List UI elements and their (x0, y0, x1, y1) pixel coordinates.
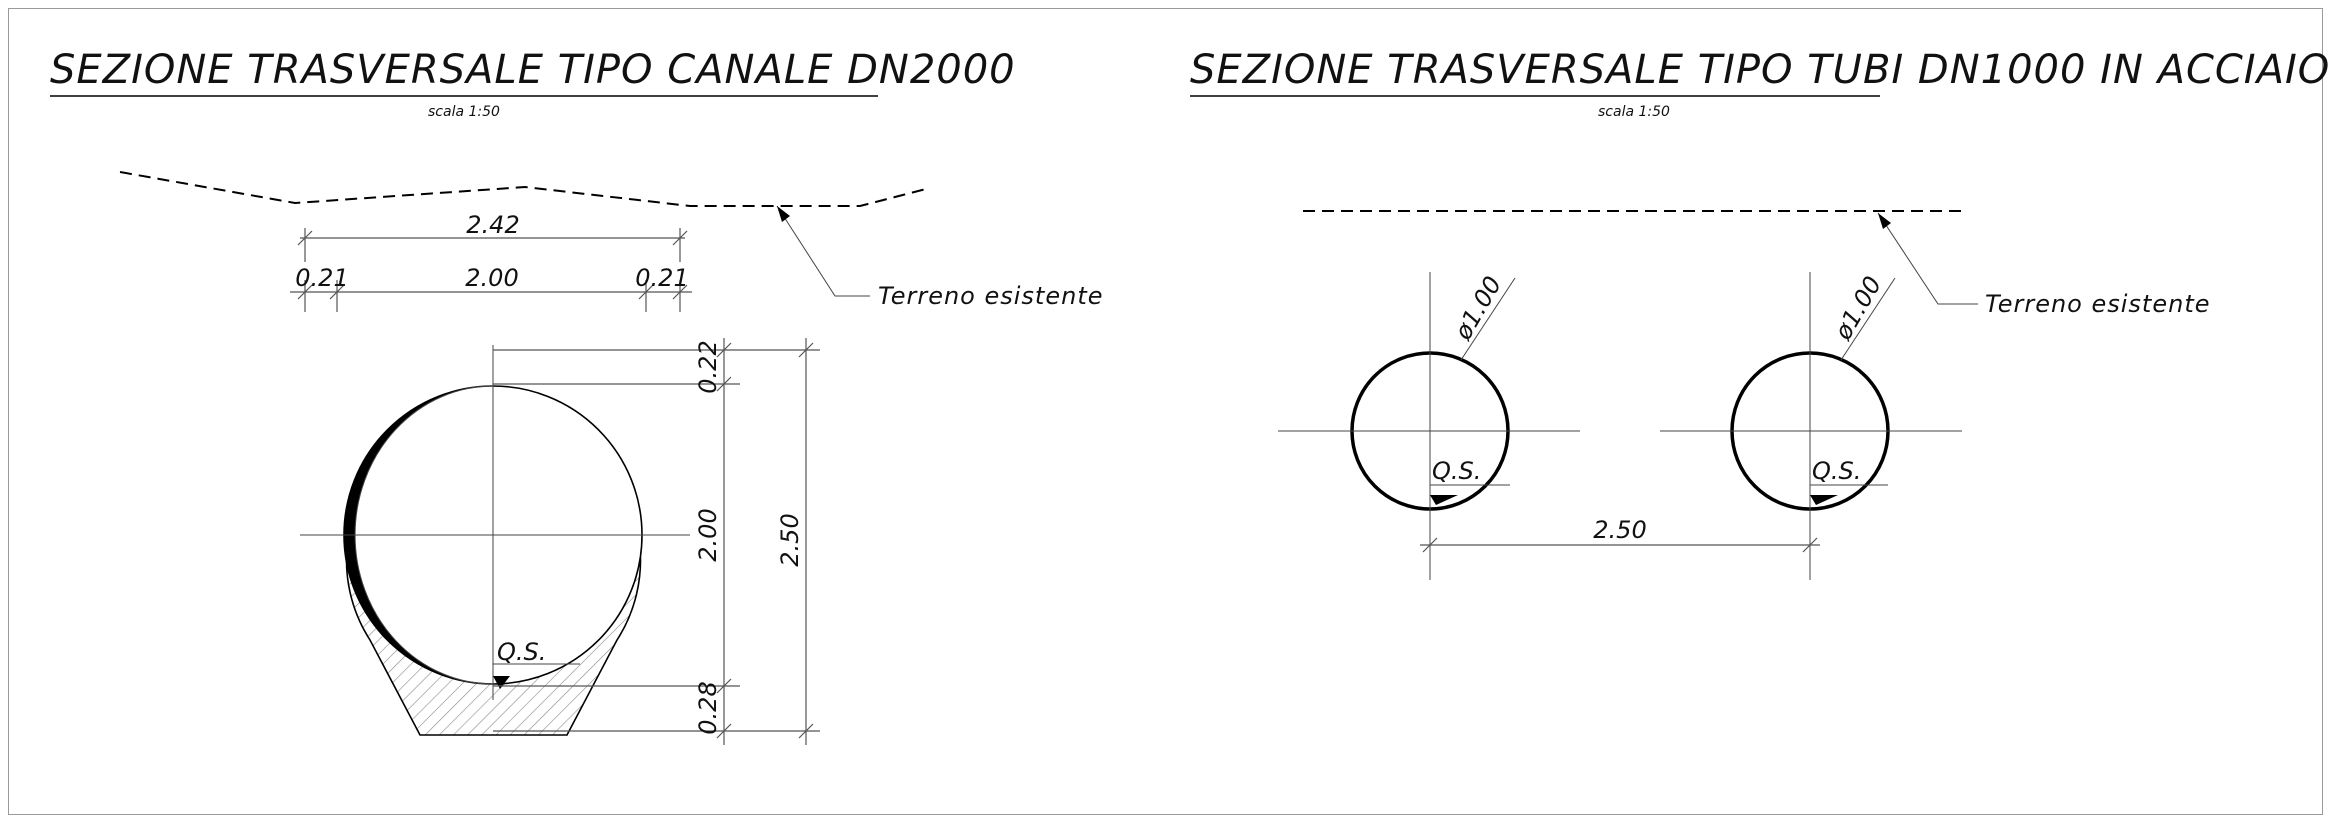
right-title: SEZIONE TRASVERSALE TIPO TUBI DN1000 IN … (1190, 47, 2330, 93)
left-top-dimensions: 2.42 0.21 2.00 0.21 (290, 211, 692, 312)
left-ground-note: Terreno esistente (878, 282, 1104, 310)
pipe-right: ø1.00 Q.S. (1660, 272, 1962, 580)
pipe-right-water-level: Q.S. (1812, 457, 1861, 485)
right-scale: scala 1:50 (1598, 104, 1670, 120)
channel-section: Q.S. (300, 345, 690, 736)
dim-side-left: 0.21 (295, 264, 348, 292)
right-ground-note: Terreno esistente (1985, 290, 2211, 318)
dim-pipe-spacing: 2.50 (1593, 516, 1646, 544)
pipe-left-water-level: Q.S. (1432, 457, 1481, 485)
pipe-left-diameter: ø1.00 (1448, 272, 1507, 346)
left-water-level: Q.S. (497, 638, 546, 666)
pipe-right-diameter: ø1.00 (1828, 272, 1887, 346)
dim-overall-height: 2.50 (776, 513, 804, 566)
left-title: SEZIONE TRASVERSALE TIPO CANALE DN2000 (50, 47, 1016, 93)
left-side-dimensions: 0.22 2.00 0.28 2.50 (493, 338, 820, 745)
right-section: SEZIONE TRASVERSALE TIPO TUBI DN1000 IN … (1190, 47, 2330, 580)
pipe-spacing-dimension: 2.50 (1420, 500, 1820, 580)
drawing-frame (8, 8, 2323, 815)
dim-overall-width: 2.42 (466, 211, 519, 239)
pipe-left: ø1.00 Q.S. (1278, 272, 1580, 545)
dim-top-thickness: 0.22 (694, 340, 722, 393)
left-ground-line (119, 171, 931, 207)
dim-bottom-thickness: 0.28 (694, 681, 722, 734)
right-ground-leader: Terreno esistente (1877, 212, 2211, 318)
dim-inner-width: 2.00 (465, 264, 518, 292)
left-scale: scala 1:50 (428, 104, 500, 120)
left-ground-leader: Terreno esistente (776, 205, 1104, 310)
left-section: SEZIONE TRASVERSALE TIPO CANALE DN2000 s… (50, 47, 1104, 745)
dim-inner-height: 2.00 (694, 508, 722, 561)
dim-side-right: 0.21 (635, 264, 688, 292)
